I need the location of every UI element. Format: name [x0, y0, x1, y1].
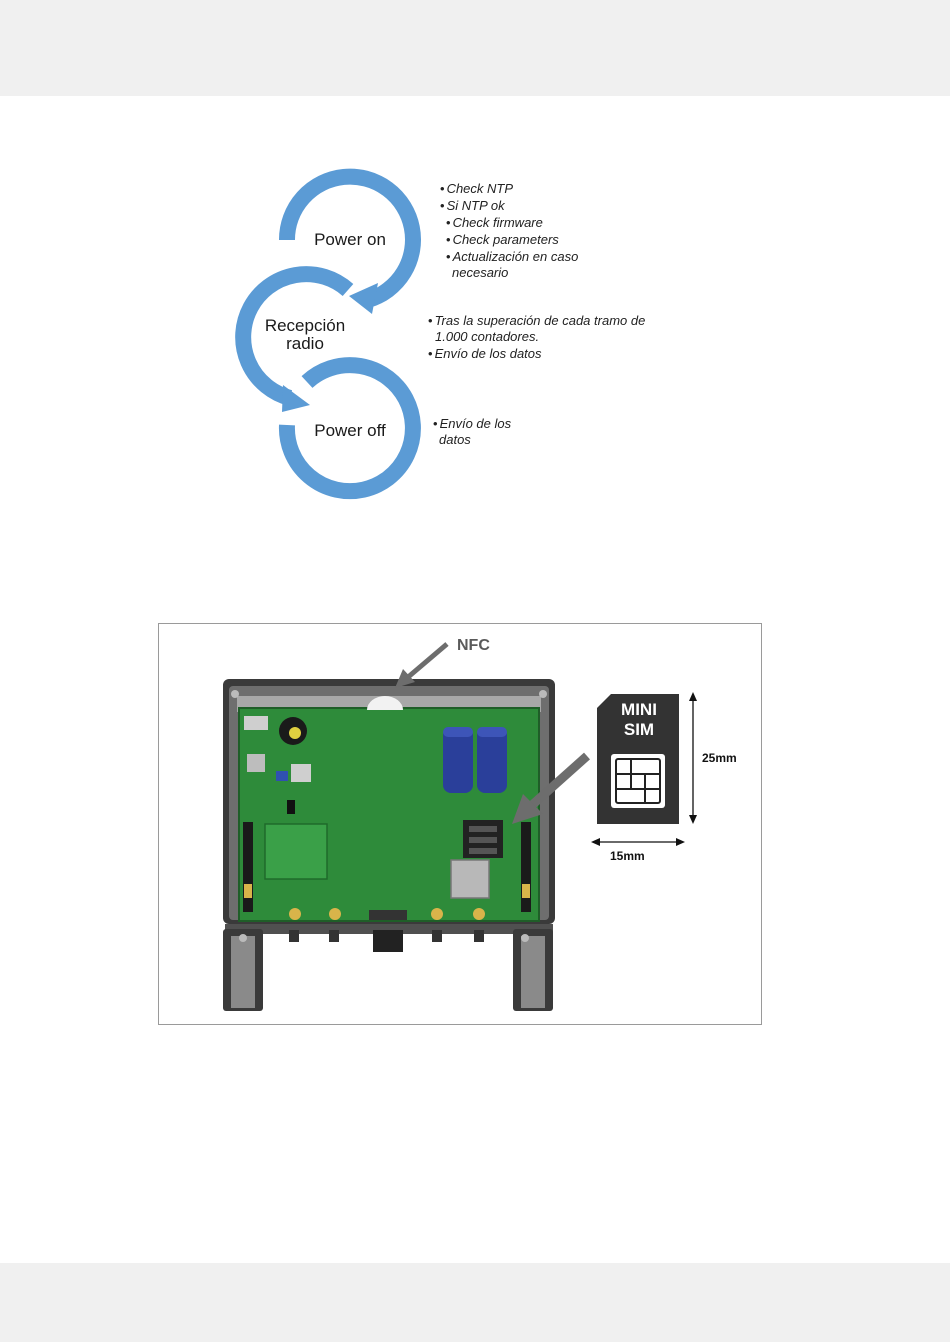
nfc-label: NFC [457, 637, 490, 655]
device-illustration [159, 624, 761, 1024]
node-reception-line1: Recepción [250, 317, 360, 335]
mini-sim-line1: MINI [599, 700, 679, 720]
note-item-cont: datos [433, 432, 511, 448]
node-power-on: Power on [300, 231, 400, 249]
mini-sim-label: MINI SIM [599, 700, 679, 740]
node-reception-radio: Recepción radio [250, 317, 360, 353]
note-item: Check firmware [440, 215, 578, 231]
note-item: Check parameters [440, 232, 578, 248]
mini-sim-line2: SIM [599, 720, 679, 740]
power-off-notes: Envío de los datos [433, 416, 511, 448]
power-on-notes: Check NTP Si NTP ok Check firmware Check… [440, 181, 578, 281]
note-item: Si NTP ok [440, 198, 578, 214]
node-reception-line2: radio [250, 335, 360, 353]
height-label: 25mm [702, 751, 737, 765]
note-item-cont: necesario [440, 265, 578, 281]
note-item: Actualización en caso [440, 249, 578, 265]
power-on-arrowhead [349, 283, 378, 314]
page-top-band [0, 0, 950, 96]
note-item: Check NTP [440, 181, 578, 197]
page-bottom-band [0, 1263, 950, 1342]
note-item: Envío de los [433, 416, 511, 432]
reception-notes: Tras la superación de cada tramo de 1.00… [428, 313, 645, 362]
note-item: Tras la superación de cada tramo de [428, 313, 645, 329]
device-figure: NFC MINI SIM 25mm 15mm [158, 623, 762, 1025]
note-item: Envío de los datos [428, 346, 645, 362]
nfc-arrow [407, 644, 447, 678]
node-power-off: Power off [300, 422, 400, 440]
reception-arrowhead [282, 385, 310, 412]
note-item-cont: 1.000 contadores. [428, 329, 645, 345]
width-label: 15mm [610, 849, 645, 863]
